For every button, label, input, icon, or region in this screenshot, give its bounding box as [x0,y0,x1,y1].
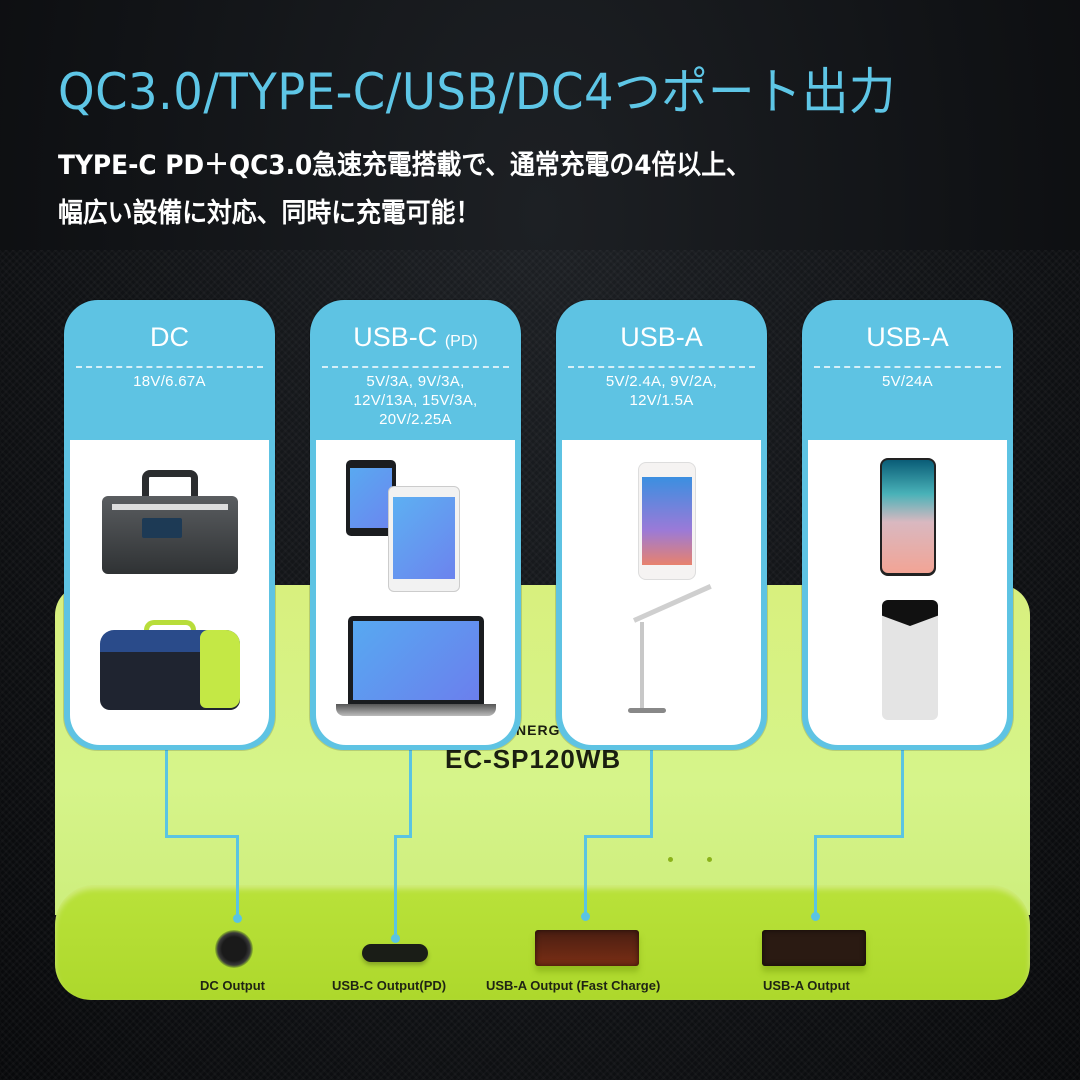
smartphone-icon [638,462,696,580]
usb-a-fast-port [535,930,639,966]
power-station-gray-icon [102,470,238,576]
card-spec: 5V/2.4A, 9V/2A, 12V/1.5A [605,373,718,409]
card-title: USB-A [620,322,703,352]
card-spec: 5V/24A [881,373,933,390]
laptop-icon [336,616,496,724]
subtitle-line-2: 幅広い設備に対応、同時に充電可能！ [58,198,481,229]
desk-lamp-icon [628,584,712,720]
card-spec: 18V/6.67A [133,373,206,390]
card-spec: 5V/3A, 9V/3A, 12V/13A, 15V/3A, 20V/2.25A [353,373,478,428]
divider [76,366,263,368]
port-label-usb-a-fast: USB-A Output (Fast Charge) [486,978,661,993]
divider [568,366,755,368]
led-indicator [668,857,673,862]
power-bank-icon [882,600,938,720]
power-station-green-icon [100,620,240,710]
led-indicator [707,857,712,862]
page-title: QC3.0/TYPE-C/USB/DC4つポート出力 [58,63,896,121]
divider [322,366,509,368]
smartphone-icon [880,458,936,576]
card-devices [562,440,761,745]
usb-c-port [362,944,428,962]
port-label-usb-c: USB-C Output(PD) [332,978,447,993]
card-devices [316,440,515,745]
port-card-usb-a: USB-A 5V/24A [802,300,1013,750]
card-title: USB-C (PD) [353,322,478,352]
card-devices [808,440,1007,745]
dc-port [215,930,253,968]
card-title: USB-A [866,322,949,352]
card-devices [70,440,269,745]
port-label-dc: DC Output [200,978,265,993]
divider [814,366,1001,368]
port-label-usb-a: USB-A Output [763,978,850,993]
port-card-usb-a-fast: USB-A 5V/2.4A, 9V/2A, 12V/1.5A [556,300,767,750]
tablet-small-icon [346,460,396,536]
tablet-large-icon [388,486,460,592]
brand-logo-text: NERG [516,722,561,738]
subtitle-line-1: TYPE-C PD＋QC3.0急速充電搭載で、通常充電の4倍以上、 [58,150,751,181]
subtitle: TYPE-C PD＋QC3.0急速充電搭載で、通常充電の4倍以上、 幅広い設備に… [58,142,751,238]
port-card-usb-c: USB-C (PD) 5V/3A, 9V/3A, 12V/13A, 15V/3A… [310,300,521,750]
card-title: DC [150,322,189,352]
usb-a-port [762,930,866,966]
port-card-dc: DC 18V/6.67A [64,300,275,750]
